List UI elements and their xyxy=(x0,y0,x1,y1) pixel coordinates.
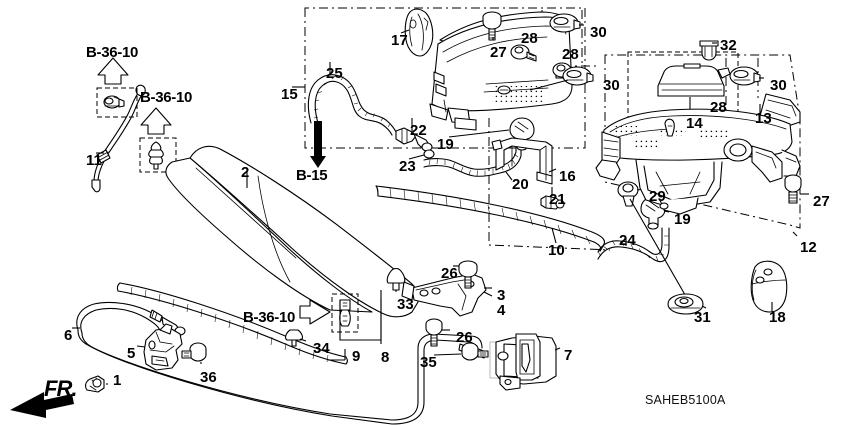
callout-19: 19 xyxy=(437,136,454,153)
callout-5: 5 xyxy=(127,345,136,362)
part-18-side-seal xyxy=(750,260,788,313)
callout-28: 28 xyxy=(562,46,579,63)
callout-20: 20 xyxy=(512,176,529,193)
callout-1: 1 xyxy=(113,372,122,389)
part-11-opener-rod xyxy=(91,84,146,193)
reference-label-b-36-10: B-36-10 xyxy=(140,89,193,106)
ref-b36-10-bottom xyxy=(299,293,359,333)
callout-8: 8 xyxy=(381,349,390,366)
front-direction-label: FR. xyxy=(44,376,77,401)
ref-b36-10-second xyxy=(139,107,177,173)
ref-b36-10-top-left xyxy=(96,57,138,118)
part-27-bolt-right xyxy=(784,174,809,204)
callout-30: 30 xyxy=(603,77,620,94)
callout-33: 33 xyxy=(397,296,414,313)
callout-13: 13 xyxy=(755,110,772,127)
callout-6: 6 xyxy=(64,327,73,344)
callout-22: 22 xyxy=(410,122,427,139)
part-30-clips xyxy=(529,13,764,91)
callout-17: 17 xyxy=(391,32,408,49)
callout-28: 28 xyxy=(521,30,538,47)
part-8-33-seal-clips xyxy=(339,267,406,344)
callout-26: 26 xyxy=(456,329,473,346)
part-35-bolt xyxy=(433,342,489,361)
group-12-frame xyxy=(488,54,801,251)
diagram-part-number: SAHEB5100A xyxy=(645,393,726,407)
part-36-bolt xyxy=(181,342,207,364)
callout-15: 15 xyxy=(281,86,298,103)
part-21-hose-joint xyxy=(540,187,565,210)
reference-label-b-15: B-15 xyxy=(296,167,328,184)
callout-32: 32 xyxy=(720,37,737,54)
part-5-hood-latch xyxy=(136,323,183,371)
callout-24: 24 xyxy=(619,232,636,249)
callout-16: 16 xyxy=(559,168,576,185)
callout-7: 7 xyxy=(564,347,573,364)
callout-31: 31 xyxy=(694,309,711,326)
b15-arrow xyxy=(310,121,326,168)
reference-label-b-36-10: B-36-10 xyxy=(243,309,296,326)
callout-23: 23 xyxy=(399,158,416,175)
part-26-bolts xyxy=(425,260,478,347)
part-16-cowl-stay xyxy=(491,137,557,185)
callout-2: 2 xyxy=(241,164,250,181)
callout-11: 11 xyxy=(86,152,102,169)
callout-3: 3 xyxy=(497,287,506,304)
callout-34: 34 xyxy=(313,340,330,357)
callout-29: 29 xyxy=(649,188,666,205)
part-2-hood-panel xyxy=(165,145,420,318)
part-22-cowl-cover xyxy=(429,11,573,131)
callout-4: 4 xyxy=(497,302,506,319)
part-25-washer-hose xyxy=(307,62,397,168)
fr-direction-arrow xyxy=(10,392,74,418)
part-9-hood-seal-lower xyxy=(116,282,349,365)
group-15-frame xyxy=(292,7,586,149)
callout-12: 12 xyxy=(800,239,817,256)
callout-27: 27 xyxy=(490,44,507,61)
callout-30: 30 xyxy=(770,77,787,94)
callout-10: 10 xyxy=(548,242,565,259)
part-14-cowl-lid xyxy=(657,63,731,109)
part-7-release-handle xyxy=(489,333,561,391)
callout-18: 18 xyxy=(769,309,786,326)
part-1-cable-clip xyxy=(85,375,108,393)
callout-36: 36 xyxy=(200,369,217,386)
part-12-lower-cowl xyxy=(595,108,801,215)
callout-9: 9 xyxy=(352,348,361,365)
callout-19: 19 xyxy=(674,211,691,228)
callout-14: 14 xyxy=(686,115,703,132)
callout-28: 28 xyxy=(710,99,727,116)
part-22-23-hose-joints xyxy=(395,118,435,160)
part-20-washer-hose xyxy=(423,145,522,181)
part-32-grommet xyxy=(699,40,719,61)
callout-26: 26 xyxy=(441,265,458,282)
group-14-frame xyxy=(627,51,739,133)
callout-27: 27 xyxy=(813,193,830,210)
callout-25: 25 xyxy=(326,65,343,82)
part-10-hood-seal xyxy=(375,185,606,252)
callout-30: 30 xyxy=(590,24,607,41)
part-27-bolt-top xyxy=(482,11,502,41)
part-17-cowl-end-cap xyxy=(400,8,434,57)
part-31-grommet xyxy=(667,293,707,315)
reference-label-b-36-10: B-36-10 xyxy=(86,44,139,61)
callout-21: 21 xyxy=(549,191,566,208)
callout-35: 35 xyxy=(420,354,437,371)
